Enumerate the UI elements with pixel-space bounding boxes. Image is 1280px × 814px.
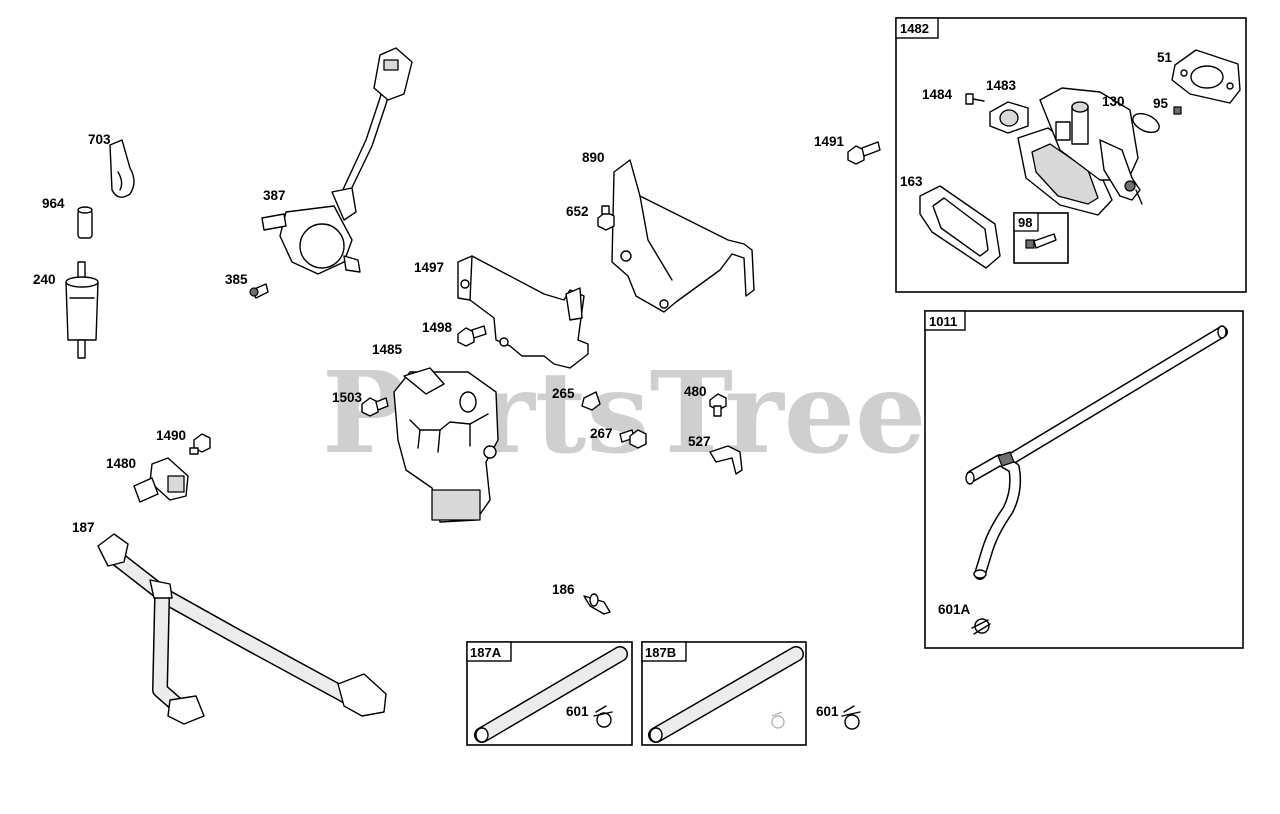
bolt-480-part[interactable] [709, 393, 727, 417]
screw-385-part[interactable] [249, 283, 269, 299]
fuel-pump-387-part[interactable] [261, 47, 413, 275]
label-480: 480 [684, 384, 707, 399]
nut-1490-part[interactable] [189, 433, 211, 455]
screw-1484-part[interactable] [965, 93, 985, 105]
fuel-line-1011-part[interactable] [965, 325, 1228, 580]
hose-assembly-187-part[interactable] [97, 533, 387, 725]
bolt-1491-part[interactable] [847, 141, 881, 165]
label-601: 601 [816, 704, 839, 719]
clip-527-part[interactable] [709, 445, 743, 475]
fuel-module-1485-part[interactable] [393, 367, 499, 523]
label-187: 187 [72, 520, 95, 535]
fuel-filter-240-part[interactable] [65, 261, 99, 359]
hose-187A-part[interactable] [474, 646, 628, 743]
label-1503: 1503 [332, 390, 363, 405]
label-1498: 1498 [422, 320, 453, 335]
screw-95-part[interactable] [1173, 106, 1182, 115]
label-652: 652 [566, 204, 589, 219]
throttle-body-part[interactable] [1017, 87, 1143, 216]
label-601A: 601A [938, 602, 971, 617]
label-1485: 1485 [372, 342, 403, 357]
gasket-163-part[interactable] [919, 185, 1001, 269]
bracket-1497-part[interactable] [457, 255, 589, 369]
label-601-boxA: 601 [566, 704, 589, 719]
box-1011-label: 1011 [929, 314, 957, 329]
injector-1480-part[interactable] [133, 457, 189, 503]
box-187A-label: 187A [470, 645, 502, 660]
box-187B: 187B [641, 641, 807, 746]
clamp-601A-part[interactable] [971, 618, 991, 635]
box-98-label: 98 [1018, 215, 1032, 230]
screw-98-part[interactable] [1025, 233, 1057, 249]
gasket-51-part[interactable] [1171, 49, 1241, 104]
label-964: 964 [42, 196, 65, 211]
label-890: 890 [582, 150, 605, 165]
label-1491: 1491 [814, 134, 845, 149]
box-1482-label: 1482 [900, 21, 929, 36]
fitting-186-part[interactable] [583, 593, 611, 615]
clamp-601-part[interactable] [841, 705, 861, 730]
label-1490: 1490 [156, 428, 186, 443]
clamp-187B-part[interactable] [771, 711, 785, 729]
label-130: 130 [1102, 94, 1125, 109]
clamp-601-box-A-part[interactable] [593, 705, 613, 728]
label-1484: 1484 [922, 87, 953, 102]
nut-652-part[interactable] [597, 205, 615, 231]
label-265: 265 [552, 386, 575, 401]
bolt-267-part[interactable] [619, 429, 647, 449]
label-703: 703 [88, 132, 111, 147]
label-387: 387 [263, 188, 286, 203]
box-187A: 187A 601 [466, 641, 633, 746]
bracket-890-part[interactable] [611, 159, 755, 313]
label-1480: 1480 [106, 456, 136, 471]
label-51: 51 [1157, 50, 1173, 65]
label-163: 163 [900, 174, 923, 189]
label-1497: 1497 [414, 260, 444, 275]
gasket-1483-part[interactable] [989, 101, 1029, 134]
hose-187B-part[interactable] [648, 646, 804, 743]
label-267: 267 [590, 426, 613, 441]
clamp-703-part[interactable] [109, 139, 135, 198]
bolt-1503-part[interactable] [361, 397, 389, 417]
clip-265-part[interactable] [581, 391, 601, 411]
label-1483: 1483 [986, 78, 1017, 93]
label-527: 527 [688, 434, 711, 449]
label-95: 95 [1153, 96, 1169, 111]
gasket-130-part[interactable] [1130, 110, 1162, 136]
label-385: 385 [225, 272, 248, 287]
box-1011: 1011 601A [924, 310, 1244, 649]
label-240: 240 [33, 272, 56, 287]
box-187B-label: 187B [645, 645, 676, 660]
label-186: 186 [552, 582, 575, 597]
sleeve-964-part[interactable] [77, 206, 93, 239]
bolt-1498-part[interactable] [457, 325, 487, 347]
box-1482: 1482 [895, 17, 1247, 293]
